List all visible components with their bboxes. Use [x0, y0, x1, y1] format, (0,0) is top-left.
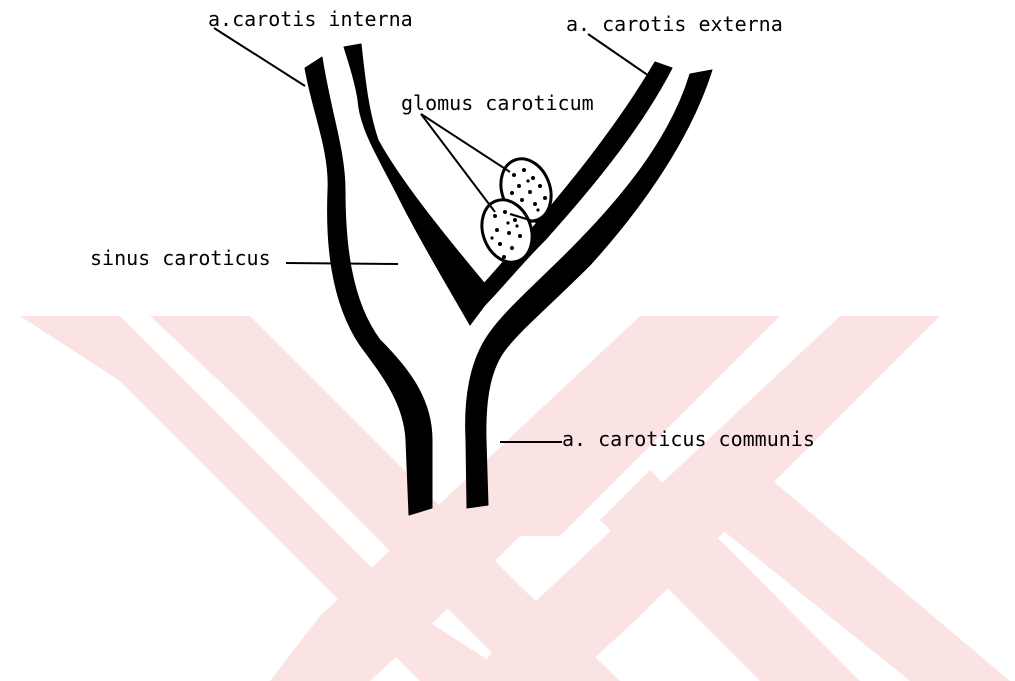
glomus-caroticum-bodies — [474, 152, 560, 270]
label-sinus-caroticus: sinus caroticus — [90, 248, 271, 268]
label-glomus-caroticum: glomus caroticum — [401, 93, 594, 113]
label-carotis-interna: a.carotis interna — [208, 9, 413, 29]
internal-carotid-inner-wall — [344, 44, 490, 325]
leader-glomus-upper — [421, 114, 510, 172]
label-carotis-externa: a. carotis externa — [566, 14, 783, 34]
watermark-logo — [20, 316, 1010, 681]
leader-interna — [214, 28, 305, 86]
leader-sinus — [286, 263, 398, 264]
label-caroticus-communis: a. caroticus communis — [562, 429, 815, 449]
leader-externa — [588, 34, 652, 78]
leader-glomus-lower — [421, 114, 495, 212]
